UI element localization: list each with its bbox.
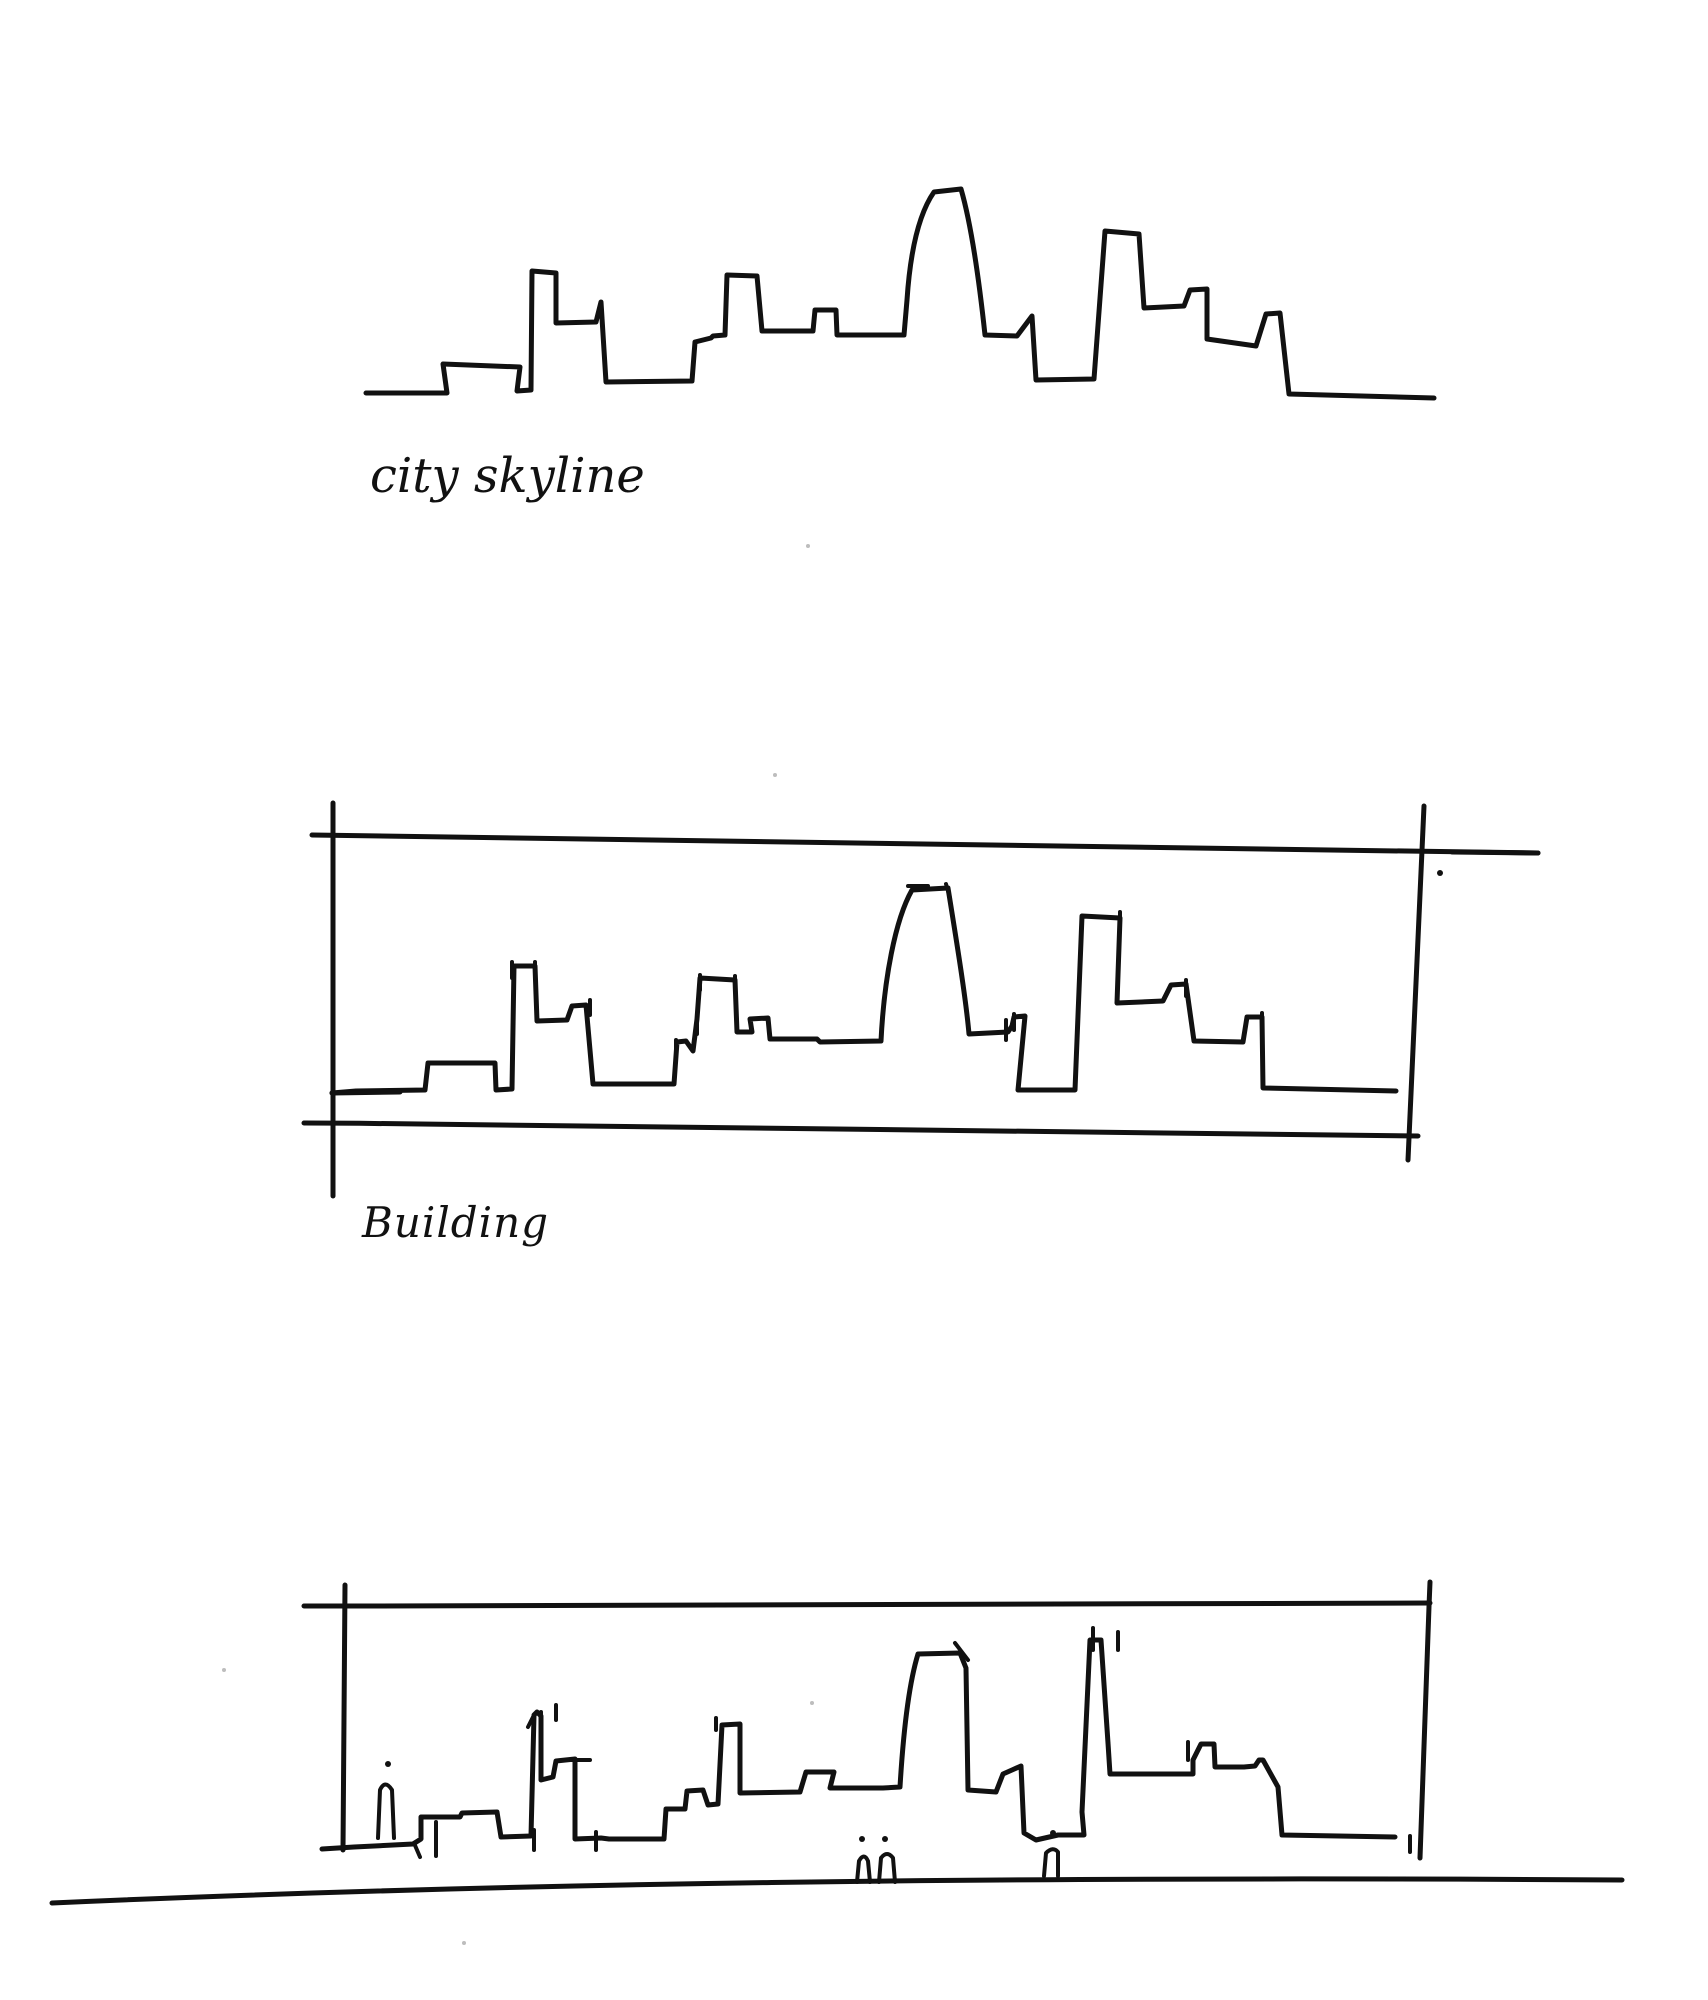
frame-right-line-3	[1417, 1579, 1433, 1861]
person-figure-3	[877, 1836, 897, 1884]
frame-corner-mark	[1437, 870, 1443, 876]
building-tick-marks	[510, 882, 1264, 1058]
sketch-2-building	[301, 800, 1541, 1199]
ground-line	[49, 1876, 1625, 1906]
person-figure-1	[376, 1761, 396, 1840]
frame-bottom-line	[301, 1120, 1421, 1139]
caption-city-skyline: city skyline	[370, 448, 645, 504]
frame-right-line	[1405, 803, 1427, 1163]
sketch-2-baseline-stroke	[329, 1089, 403, 1096]
frame-top-line	[309, 832, 1541, 856]
skyline-outline-2	[329, 885, 1399, 1096]
building-tick-marks-3	[320, 1626, 1412, 1859]
caption-building: Building	[362, 1198, 550, 1247]
person-figure-4	[1042, 1830, 1060, 1878]
sketch-1-city-skyline	[363, 186, 1437, 401]
frame-top-line-extension	[1449, 849, 1541, 856]
sketch-3-skyline-with-ground	[49, 1579, 1625, 1906]
person-figure-2	[855, 1836, 872, 1884]
frame-top-line-3	[301, 1600, 1433, 1609]
skyline-outline-1	[363, 186, 1437, 401]
skyline-outline-3	[319, 1637, 1398, 1852]
frame-left-line-3	[340, 1582, 348, 1853]
paper-specks	[222, 544, 814, 1945]
